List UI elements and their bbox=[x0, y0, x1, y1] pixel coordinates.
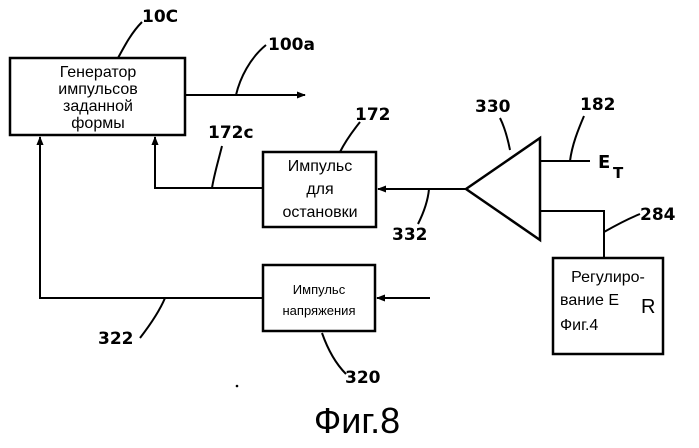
leader-voltage-output bbox=[140, 298, 165, 338]
voltage-pulse-block bbox=[263, 265, 375, 331]
comparator-triangle bbox=[466, 138, 540, 240]
ref-er-line: 284 bbox=[640, 205, 676, 225]
ref-stop-pulse: 172 bbox=[355, 105, 391, 125]
voltage-pulse-label-line1: Импульс bbox=[293, 282, 346, 297]
leader-stop-pulse bbox=[340, 122, 360, 152]
regulation-label-subscript: R bbox=[641, 296, 655, 318]
generator-label-line1: Генератор bbox=[60, 64, 137, 81]
ref-et-input: 182 bbox=[580, 95, 616, 115]
voltage-pulse-label-line2: напряжения bbox=[283, 303, 356, 318]
generator-label-line3: заданной bbox=[63, 98, 133, 115]
ref-voltage-output: 322 bbox=[98, 329, 134, 349]
leader-comparator-output bbox=[418, 189, 429, 224]
generator-label-line2: импульсов bbox=[58, 81, 138, 98]
et-signal-label: E bbox=[598, 152, 610, 173]
regulation-label-line3: Фиг.4 bbox=[560, 317, 598, 334]
leader-stop-pulse-output bbox=[212, 146, 222, 188]
speck-dot bbox=[236, 385, 239, 388]
leader-er-line bbox=[604, 214, 640, 232]
stop-pulse-output-line bbox=[155, 137, 263, 188]
ref-stop-pulse-output: 172c bbox=[208, 123, 254, 143]
ref-generator-output: 100a bbox=[268, 35, 315, 55]
figure-caption: Фиг.8 bbox=[314, 400, 400, 441]
leader-generator-output bbox=[236, 45, 266, 95]
er-input-line bbox=[540, 211, 604, 258]
generator-label-line4: формы bbox=[71, 115, 124, 132]
ref-generator: 10C bbox=[142, 7, 178, 27]
leader-comparator bbox=[500, 118, 510, 150]
leader-generator bbox=[118, 22, 142, 58]
stop-pulse-label-line1: Импульс bbox=[288, 158, 352, 175]
voltage-pulse-output-line bbox=[40, 137, 263, 298]
stop-pulse-label-line3: остановки bbox=[282, 204, 357, 221]
ref-comparator-output: 332 bbox=[392, 225, 428, 245]
et-signal-subscript: T bbox=[613, 164, 624, 182]
leader-voltage-pulse bbox=[322, 333, 346, 374]
ref-comparator: 330 bbox=[475, 97, 511, 117]
regulation-label-line1: Регулиро- bbox=[571, 269, 645, 286]
ref-voltage-pulse: 320 bbox=[345, 368, 381, 388]
regulation-label-line2: вание E bbox=[560, 292, 619, 309]
stop-pulse-label-line2: для bbox=[306, 181, 333, 198]
leader-et-input bbox=[570, 116, 584, 161]
